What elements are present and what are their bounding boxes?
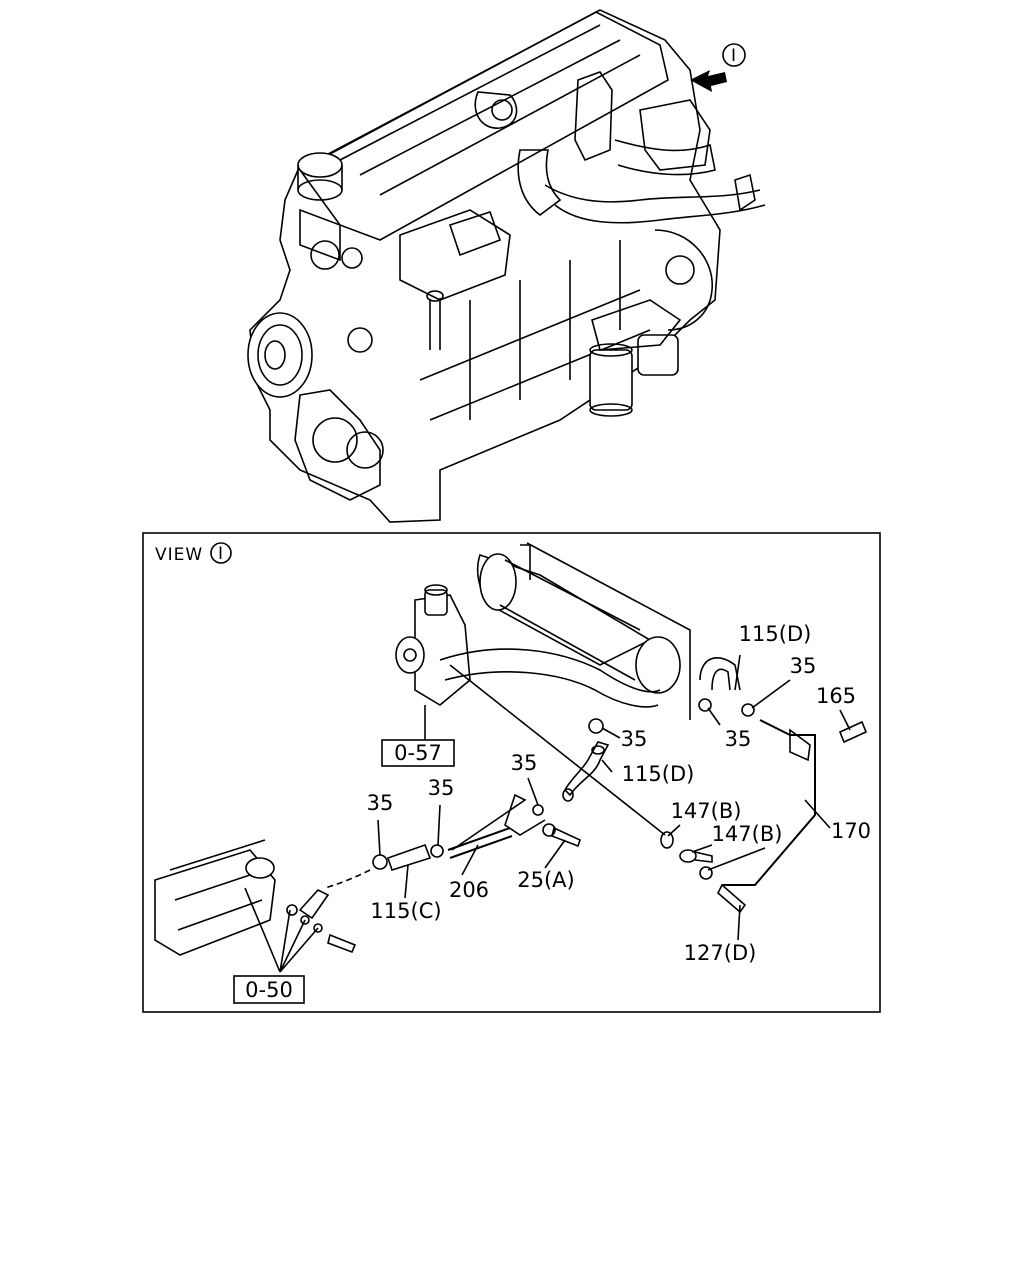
view-frame — [142, 532, 881, 1013]
oil-filter-1 — [589, 349, 633, 411]
label-35-c: 35 — [621, 727, 648, 751]
leader-lines — [244, 654, 851, 973]
label-115d-top: 115(D) — [739, 622, 812, 646]
label-115d-mid: 115(D) — [622, 762, 695, 786]
label-147b-a: 147(B) — [671, 799, 742, 823]
view-title: VIEW — [155, 545, 203, 565]
label-115c: 115(C) — [370, 899, 441, 923]
view-marker-circle — [210, 542, 232, 564]
label-127d: 127(D) — [684, 941, 757, 965]
label-35-e: 35 — [428, 776, 455, 800]
view-arrow — [690, 70, 727, 92]
oil-filter-2 — [637, 334, 679, 376]
engine-illustration: I — [247, 9, 766, 523]
label-206: 206 — [449, 878, 489, 902]
ref-box-057 — [381, 739, 455, 767]
label-35-a: 35 — [790, 654, 817, 678]
label-170: 170 — [831, 819, 871, 843]
ref-box-050 — [233, 975, 305, 1004]
label-35-d: 35 — [511, 751, 538, 775]
label-147b-b: 147(B) — [712, 822, 783, 846]
label-35-b: 35 — [725, 727, 752, 751]
label-165: 165 — [816, 684, 856, 708]
view-marker-top: I — [731, 46, 737, 66]
view-marker-circle-top — [722, 43, 746, 67]
oil-filler-cap — [297, 152, 343, 178]
view-parts — [154, 542, 868, 956]
view-marker: I — [218, 544, 224, 564]
ref-050: 0-50 — [245, 978, 293, 1002]
label-35-f: 35 — [367, 791, 394, 815]
label-25a: 25(A) — [517, 868, 574, 892]
ref-057: 0-57 — [394, 741, 442, 765]
